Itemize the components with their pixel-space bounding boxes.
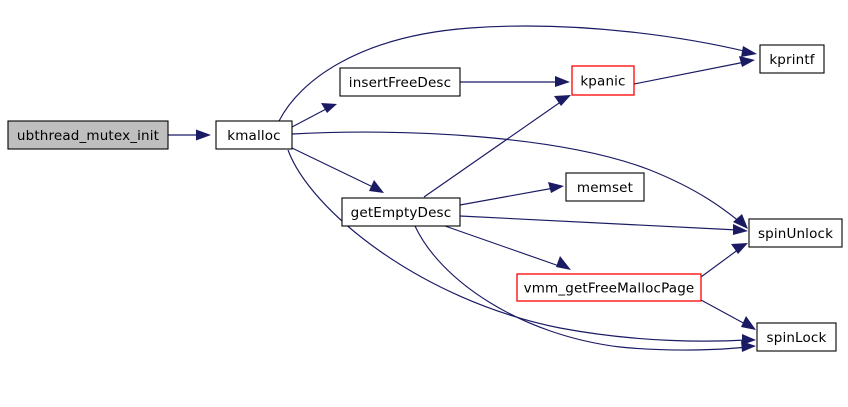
node-label: getEmptyDesc	[351, 205, 452, 221]
edge-line	[291, 107, 329, 128]
graph-node-spinUnlock[interactable]: spinUnlock	[748, 218, 843, 248]
node-label: insertFreeDesc	[349, 75, 451, 91]
call-edge-kmalloc-to-getEmptyDesc	[291, 147, 384, 193]
node-label: spinLock	[767, 330, 827, 346]
edge-line	[278, 25, 749, 122]
edge-line	[414, 225, 748, 351]
call-edge-getEmptyDesc-to-vmm_getFreeMallocPage	[444, 225, 571, 270]
edge-line	[287, 149, 748, 342]
edge-line	[633, 61, 746, 85]
node-box[interactable]	[571, 65, 635, 96]
edge-layer	[168, 25, 757, 352]
arrowhead-icon	[741, 341, 756, 352]
arrowhead-icon	[739, 56, 755, 67]
graph-node-insertFreeDesc[interactable]: insertFreeDesc	[339, 67, 461, 97]
graph-node-kprintf[interactable]: kprintf	[759, 44, 825, 74]
edge-line	[700, 299, 748, 326]
graph-node-vmm_getFreeMallocPage[interactable]: vmm_getFreeMallocPage	[516, 273, 702, 302]
arrowhead-icon	[548, 182, 564, 193]
graph-node-spinLock[interactable]: spinLock	[756, 322, 837, 352]
graph-node-memset[interactable]: memset	[565, 172, 645, 202]
call-edge-kmalloc-to-kprintf	[278, 25, 757, 122]
call-edge-vmm_getFreeMallocPage-to-spinUnlock	[700, 243, 748, 278]
call-edge-vmm_getFreeMallocPage-to-spinLock	[700, 299, 756, 330]
node-label: kpanic	[580, 74, 625, 90]
call-edge-getEmptyDesc-to-kpanic	[423, 95, 571, 198]
node-layer: ubthread_mutex_init kmalloc insertFreeDesc…	[7, 44, 843, 352]
graph-node-getEmptyDesc[interactable]: getEmptyDesc	[341, 197, 461, 227]
arrowhead-icon	[554, 95, 571, 106]
node-label: kmalloc	[227, 128, 280, 144]
graph-node-kpanic[interactable]: kpanic	[571, 65, 635, 96]
call-edge-kmalloc-to-spinLock	[287, 149, 756, 345]
edge-line	[459, 215, 739, 231]
call-edge-getEmptyDesc-to-memset	[459, 182, 564, 206]
call-edge-kmalloc-to-spinUnlock	[291, 131, 748, 229]
arrowhead-icon	[196, 129, 211, 141]
node-box[interactable]	[7, 120, 169, 150]
edge-line	[459, 187, 555, 206]
node-box[interactable]	[759, 44, 825, 74]
graph-node-kmalloc[interactable]: kmalloc	[215, 120, 293, 150]
arrowhead-icon	[555, 76, 570, 87]
arrowhead-icon	[741, 316, 756, 330]
node-label: ubthread_mutex_init	[17, 128, 159, 144]
node-box[interactable]	[565, 172, 645, 202]
arrowhead-icon	[733, 224, 748, 235]
node-box[interactable]	[756, 322, 837, 352]
graph-node-ubthread_mutex_init[interactable]: ubthread_mutex_init	[7, 120, 169, 150]
call-edge-getEmptyDesc-to-spinUnlock	[459, 215, 748, 235]
node-label: spinUnlock	[758, 226, 833, 242]
arrowhead-icon	[731, 243, 748, 254]
arrowhead-icon	[556, 256, 571, 270]
node-box[interactable]	[341, 197, 461, 227]
edge-line	[291, 131, 741, 223]
arrowhead-icon	[742, 334, 756, 345]
node-label: kprintf	[769, 52, 815, 68]
call-edge-kmalloc-to-insertFreeDesc	[291, 103, 337, 128]
call-edge-kpanic-to-kprintf	[633, 56, 755, 85]
edge-line	[700, 248, 740, 278]
edge-line	[423, 100, 563, 198]
edge-line	[444, 225, 563, 268]
arrowhead-icon	[321, 103, 337, 113]
call-edge-insertFreeDesc-to-kpanic	[460, 76, 570, 87]
node-box[interactable]	[516, 273, 702, 302]
call-edge-ubthread_mutex_init-to-kmalloc	[168, 129, 211, 141]
arrowhead-icon	[741, 46, 757, 57]
node-box[interactable]	[215, 120, 293, 150]
arrowhead-icon	[369, 180, 384, 193]
call-edge-getEmptyDesc-to-spinLock	[414, 225, 756, 352]
node-label: vmm_getFreeMallocPage	[524, 281, 695, 297]
node-box[interactable]	[339, 67, 461, 97]
arrowhead-icon	[733, 214, 748, 229]
node-label: memset	[577, 180, 633, 196]
edge-line	[291, 147, 376, 189]
node-box[interactable]	[748, 218, 843, 248]
